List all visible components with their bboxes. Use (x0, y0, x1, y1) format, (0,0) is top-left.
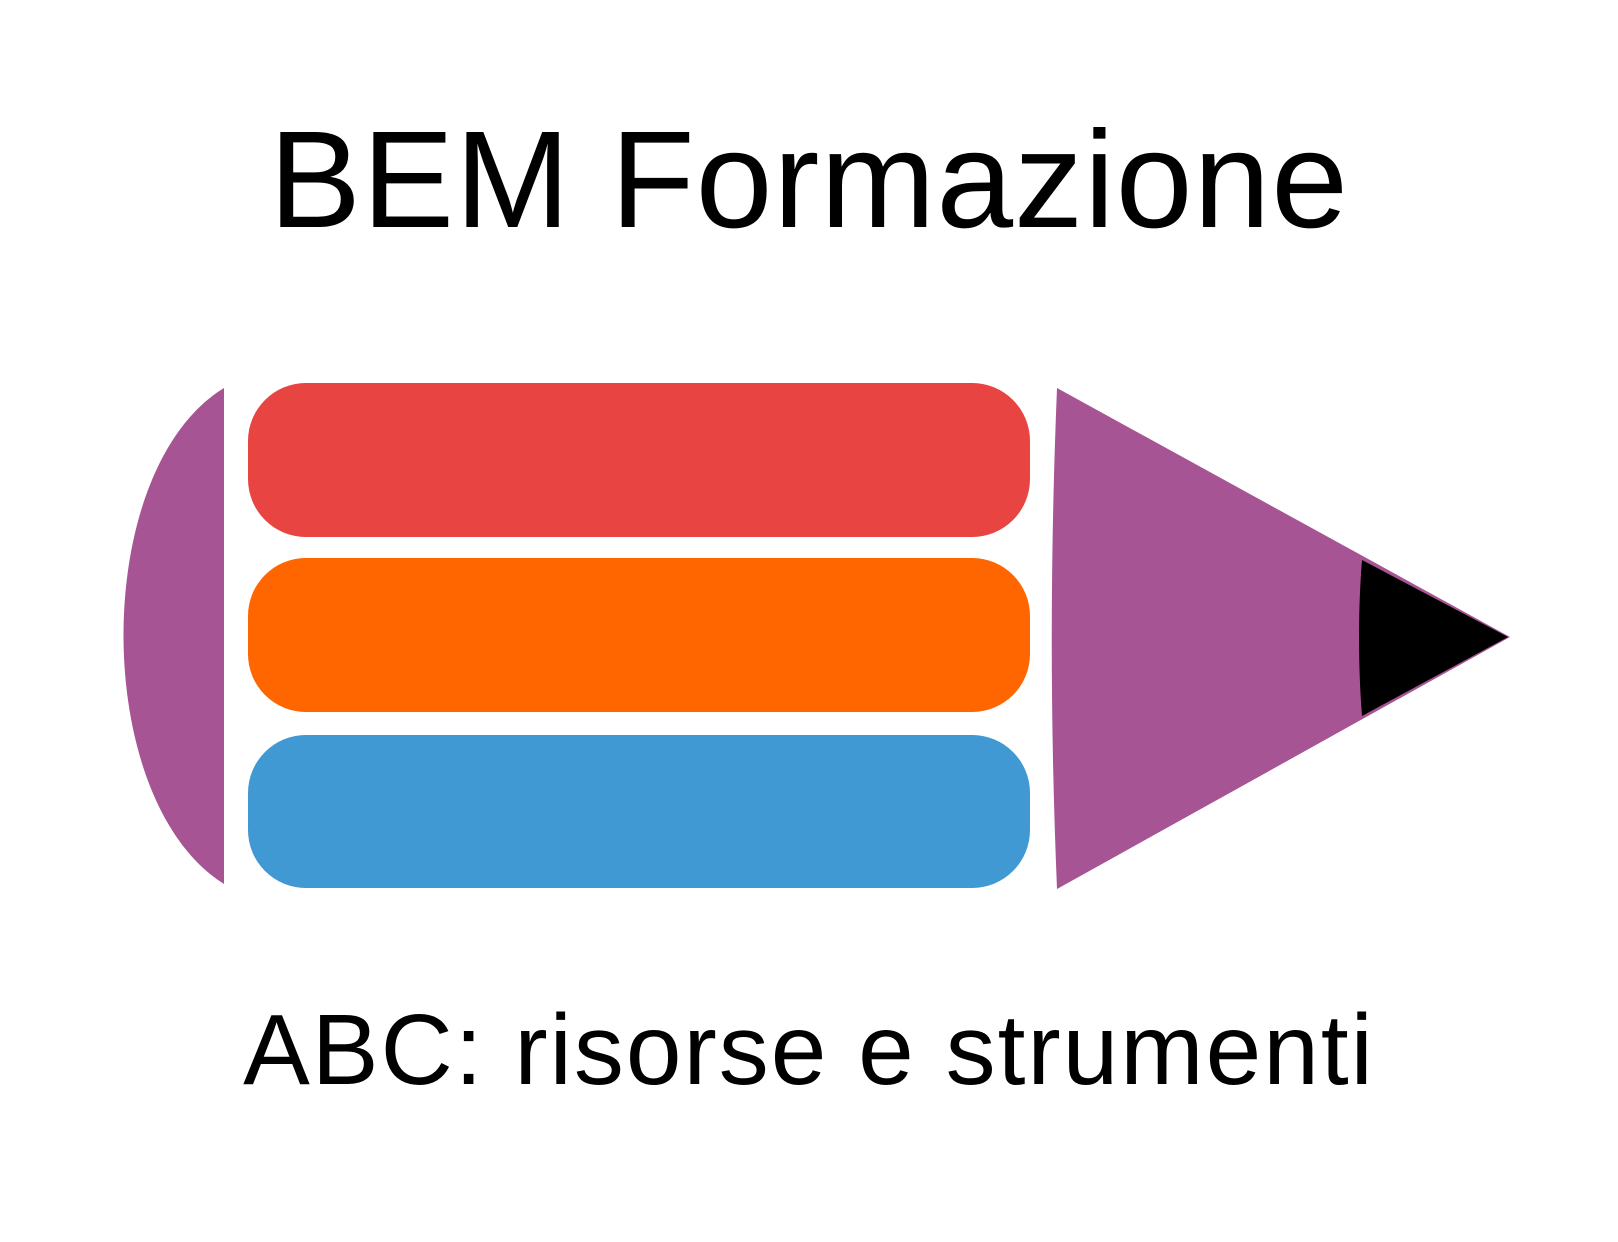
pencil-tip-wood (1051, 388, 1510, 889)
brand-subtitle: ABC: risorse e strumenti (243, 994, 1375, 1106)
pencil-stripe-top (248, 383, 1030, 537)
pencil-lead (1359, 560, 1508, 716)
pencil-stripe-middle (248, 558, 1030, 712)
pencil-eraser-shape (123, 388, 224, 884)
brand-title: BEM Formazione (269, 103, 1349, 257)
pencil-stripe-bottom (248, 735, 1030, 888)
